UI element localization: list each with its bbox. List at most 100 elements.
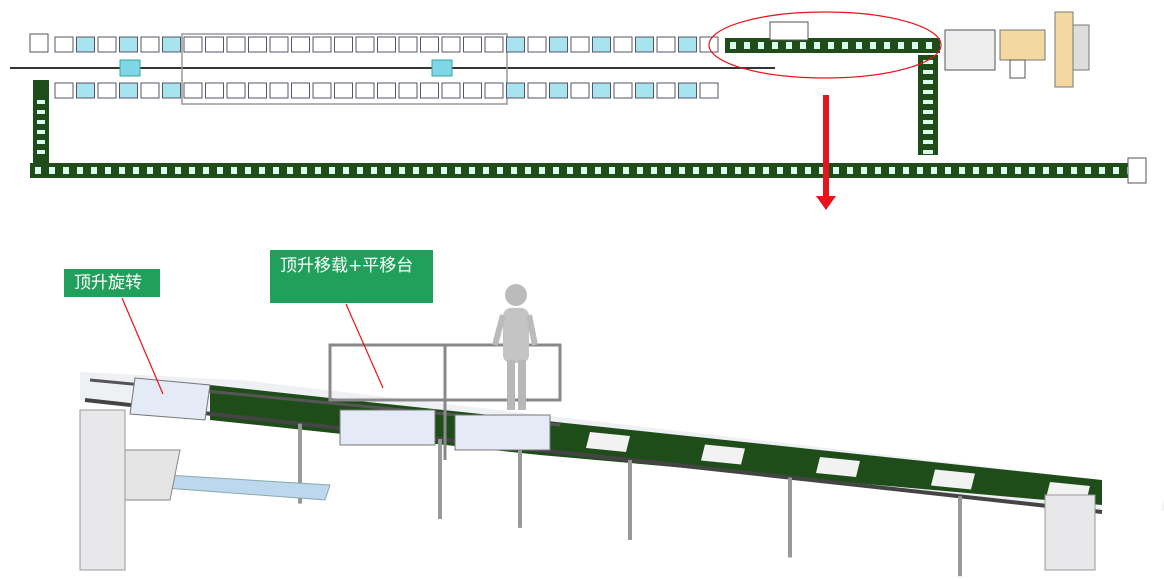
- station-box: [613, 36, 633, 53]
- slat: [427, 167, 433, 174]
- slat: [63, 167, 69, 174]
- station-box: [377, 82, 396, 99]
- station-box: [549, 82, 568, 99]
- slat: [923, 100, 933, 104]
- station-box: [119, 36, 138, 53]
- green-conveyor-bottom: [30, 163, 1145, 178]
- station-box: [54, 82, 74, 99]
- slat: [231, 167, 237, 174]
- slat: [772, 42, 778, 49]
- slat: [469, 167, 475, 174]
- station-box: [484, 36, 504, 53]
- slat: [385, 167, 391, 174]
- cabinet: [79, 409, 126, 571]
- slat: [777, 167, 783, 174]
- slat: [856, 42, 862, 49]
- slat: [763, 167, 769, 174]
- slat: [581, 167, 587, 174]
- slat: [926, 42, 932, 49]
- station-box: [441, 82, 461, 99]
- slat: [357, 167, 363, 174]
- station-box: [205, 82, 224, 99]
- machine-block: [944, 29, 996, 71]
- slat: [37, 150, 45, 154]
- slat: [923, 150, 933, 154]
- station-box: [97, 36, 117, 53]
- slat: [37, 100, 45, 104]
- station-box: [355, 36, 375, 53]
- slat: [483, 167, 489, 174]
- slat: [119, 167, 125, 174]
- slat: [637, 167, 643, 174]
- station-box: [248, 82, 267, 99]
- slat: [371, 167, 377, 174]
- slat: [147, 167, 153, 174]
- slat: [567, 167, 573, 174]
- slat: [861, 167, 867, 174]
- slat: [842, 42, 848, 49]
- slat: [301, 167, 307, 174]
- slat: [923, 120, 933, 124]
- upper-station-row: [29, 33, 719, 53]
- station-box: [355, 82, 375, 99]
- conveyor-slats: [35, 42, 1133, 174]
- slat: [37, 140, 45, 144]
- slat: [791, 167, 797, 174]
- station-box: [248, 36, 267, 53]
- slat: [959, 167, 965, 174]
- slat: [189, 167, 195, 174]
- slat: [805, 167, 811, 174]
- slat: [37, 130, 45, 134]
- slat: [525, 167, 531, 174]
- station-box: [441, 36, 461, 53]
- station-box: [334, 36, 353, 53]
- slat: [37, 110, 45, 114]
- station-box: [420, 82, 439, 99]
- station-box: [162, 36, 181, 53]
- station-box: [312, 82, 332, 99]
- slat: [665, 167, 671, 174]
- slat: [679, 167, 685, 174]
- slat: [609, 167, 615, 174]
- slat: [701, 444, 745, 465]
- perspective-view: [79, 284, 1164, 577]
- slat: [816, 457, 860, 477]
- slat: [1001, 167, 1007, 174]
- slat: [923, 90, 933, 94]
- slat: [413, 167, 419, 174]
- slat: [49, 167, 55, 174]
- slat: [735, 167, 741, 174]
- slat: [744, 42, 750, 49]
- side-station: [769, 21, 809, 41]
- station-box: [183, 36, 203, 53]
- slat: [586, 432, 630, 452]
- slat: [287, 167, 293, 174]
- slat: [814, 42, 820, 49]
- transfer-unit: [339, 409, 436, 446]
- station-box: [269, 36, 289, 53]
- station-box: [506, 36, 525, 53]
- slat: [203, 167, 209, 174]
- slat: [175, 167, 181, 174]
- callout-line: [121, 297, 164, 395]
- slat: [455, 167, 461, 174]
- end-station: [1127, 157, 1147, 184]
- end-station: [29, 33, 49, 53]
- station-box: [398, 36, 418, 53]
- slat: [786, 42, 792, 49]
- operator-figure: [492, 284, 538, 410]
- station-box: [527, 82, 547, 99]
- station-box: [269, 82, 289, 99]
- slat: [1085, 167, 1091, 174]
- slat: [875, 167, 881, 174]
- station-box: [226, 36, 246, 53]
- slat: [651, 167, 657, 174]
- station-box: [291, 36, 310, 53]
- station-box: [635, 36, 654, 53]
- station-box: [592, 36, 611, 53]
- cabinet: [1044, 494, 1096, 571]
- slat: [1043, 167, 1049, 174]
- machine-block: [1072, 24, 1090, 71]
